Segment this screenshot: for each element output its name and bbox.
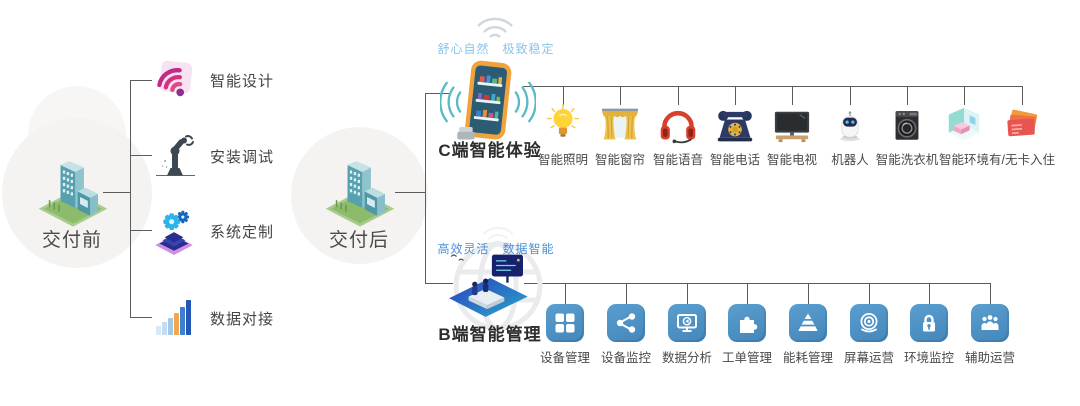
connector-line (523, 86, 1022, 87)
building-icon (34, 146, 112, 234)
headphones-icon (658, 104, 698, 144)
c-item: 智能照明 (521, 104, 605, 168)
left-item-label: 安装调试 (210, 149, 275, 166)
connector-line (792, 86, 793, 105)
connector-line (687, 283, 688, 304)
c-item-label: 智能洗衣机 (875, 153, 939, 167)
connector-line (626, 283, 627, 304)
c-item: 智能电话 (693, 104, 777, 168)
c-item: 机器人 (808, 104, 892, 168)
curtains-icon (600, 104, 640, 144)
before-delivery-label: 交付前 (41, 230, 102, 251)
people-icon (971, 304, 1009, 342)
b-item: 环境监控 (887, 304, 971, 366)
c-item-label: 机器人 (831, 153, 869, 167)
washing-machine-icon (889, 104, 925, 144)
connector-line (563, 86, 564, 105)
b-item: 辅助运营 (948, 304, 1032, 366)
building-icon (321, 146, 399, 234)
c-item-label: 智能电视 (766, 153, 817, 167)
connector-line (565, 283, 566, 304)
c-item-label: 智能环境 (938, 153, 989, 167)
connector-line (130, 155, 152, 156)
light-bulb-icon (544, 104, 582, 144)
c-item-label: 智能照明 (537, 153, 588, 167)
b-item: 工单管理 (705, 304, 789, 366)
connector-line (929, 283, 930, 304)
robot-icon (832, 104, 868, 144)
after-delivery-label: 交付后 (328, 230, 389, 251)
b-item-label: 工单管理 (721, 351, 772, 365)
connector-line (103, 192, 130, 193)
connector-line (964, 86, 965, 105)
connector-line (130, 80, 131, 318)
robot-arm-icon (148, 129, 200, 181)
c-item: 智能洗衣机 (865, 104, 949, 168)
b-item-label: 辅助运营 (964, 351, 1015, 365)
gears-stack-icon (148, 204, 200, 256)
b-item-label: 设备监控 (600, 351, 651, 365)
connector-line (907, 86, 908, 105)
b-item-label: 环境监控 (903, 351, 954, 365)
b-branch-title: B端智能管理 (438, 325, 542, 344)
c-branch-title: C端智能体验 (438, 141, 542, 160)
wifi-watermark-icon (472, 12, 518, 40)
room-environment-icon (943, 104, 985, 144)
connector-line (620, 86, 621, 105)
c-item: 智能电视 (750, 104, 834, 168)
c-branch-tagline: 舒心自然 极致稳定 (437, 42, 555, 56)
connector-line (1022, 86, 1023, 105)
b-item-label: 屏幕运营 (843, 351, 894, 365)
b-item: 数据分析 (645, 304, 729, 366)
c-item: 智能窗帘 (578, 104, 662, 168)
lock-icon (910, 304, 948, 342)
grid-icon (546, 304, 584, 342)
connector-line (425, 93, 426, 283)
b-item: 能耗管理 (766, 304, 850, 366)
b-item-label: 设备管理 (539, 351, 590, 365)
connector-line (735, 86, 736, 105)
connector-line (130, 317, 152, 318)
connector-line (130, 80, 152, 81)
bar-chart-icon (148, 291, 200, 343)
c-item: 智能环境 (922, 104, 1006, 168)
left-item-label: 智能设计 (210, 73, 275, 90)
management-dashboard-icon (444, 250, 532, 320)
connector-line (130, 230, 152, 231)
connector-line (425, 283, 453, 284)
c-item-label: 智能窗帘 (594, 153, 645, 167)
b-item-label: 数据分析 (661, 351, 712, 365)
b-item-label: 能耗管理 (782, 351, 833, 365)
telephone-icon (715, 104, 755, 144)
connector-line (808, 283, 809, 304)
b-branch-tagline: 高效灵活 数据智能 (437, 242, 555, 256)
wifi-pink-icon (148, 54, 200, 106)
tv-icon (771, 104, 813, 144)
c-item-label: 智能语音 (652, 153, 703, 167)
b-item: 设备管理 (523, 304, 607, 366)
c-item: 有/无卡入住 (980, 104, 1064, 168)
connector-line (869, 283, 870, 304)
b-item: 屏幕运营 (827, 304, 911, 366)
smart-phone-shelves-icon (440, 54, 536, 150)
puzzle-icon (728, 304, 766, 342)
connector-line (678, 86, 679, 105)
connector-line (524, 283, 990, 284)
connector-line (850, 86, 851, 105)
screen-lens-icon (850, 304, 888, 342)
pyramid-icon (789, 304, 827, 342)
connector-line (747, 283, 748, 304)
key-cards-icon (1001, 104, 1043, 144)
left-item-label: 系统定制 (210, 224, 275, 241)
connector-line (395, 192, 425, 193)
monitor-chart-icon (668, 304, 706, 342)
connector-line (425, 93, 449, 94)
share-icon: 设备监控 (584, 304, 668, 366)
share-icon (607, 304, 645, 342)
c-item-label: 智能电话 (709, 153, 760, 167)
left-item-label: 数据对接 (210, 311, 275, 328)
c-item-label: 有/无卡入住 (989, 153, 1055, 167)
connector-line (990, 283, 991, 304)
c-item: 智能语音 (636, 104, 720, 168)
